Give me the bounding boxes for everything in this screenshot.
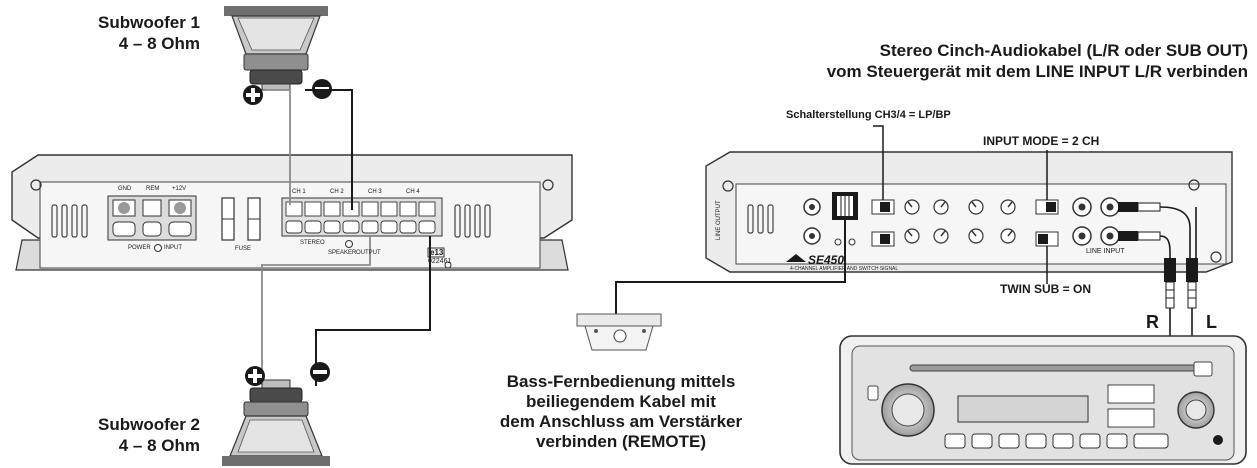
remote-note-line3: dem Anschluss am Verstärker <box>499 412 743 431</box>
line-output-label: LINE OUTPUT <box>716 200 722 240</box>
terminal-label-rem: REM <box>146 186 160 192</box>
remote-note-line4: verbinden (REMOTE) <box>535 432 706 451</box>
subwoofer-2-label: Subwoofer 2 4 – 8 Ohm <box>60 414 200 456</box>
fuse-label: FUSE <box>235 246 252 252</box>
remote-note-line2: beiliegendem Kabel mit <box>526 392 716 411</box>
sub2-plus-terminal-icon <box>245 366 265 386</box>
terminal-label-gnd: GND <box>118 186 132 192</box>
amp-tagline: 4-CHANNEL AMPLIFIER AND SWITCH SIGNAL <box>790 266 899 272</box>
cable-label-l: L <box>1206 312 1217 332</box>
remote-note: Bass-Fernbedienung mittels beiliegendem … <box>468 372 774 452</box>
subwoofer-1-name: Subwoofer 1 <box>97 13 200 32</box>
head-unit <box>839 335 1247 465</box>
subwoofer-2-graphic <box>222 379 330 466</box>
sub2-cables <box>261 236 431 386</box>
approval-number: 022461 <box>428 258 452 265</box>
power-label: POWER <box>128 245 151 251</box>
sub1-plus-terminal-icon <box>243 85 263 105</box>
cinch-cables <box>1159 206 1197 258</box>
bass-remote-graphic <box>576 313 662 351</box>
subwoofer-1-label: Subwoofer 1 4 – 8 Ohm <box>60 12 200 54</box>
head-unit-cables <box>1169 308 1193 336</box>
subwoofer-2-impedance: 4 – 8 Ohm <box>118 436 200 455</box>
line-input-label: LINE INPUT <box>1086 248 1125 255</box>
amp-model: SE450 <box>808 253 845 267</box>
model-code: e13 <box>430 248 444 257</box>
input-mode-note: INPUT MODE = 2 CH <box>983 134 1100 148</box>
speaker-label: SPEAKER <box>328 250 357 256</box>
channel-label-3: CH 3 <box>368 189 382 195</box>
sub1-cables <box>265 89 353 210</box>
twin-sub-note: TWIN SUB = ON <box>1000 282 1092 296</box>
cable-label-r: R <box>1146 312 1159 332</box>
amplifier-right <box>705 151 1233 273</box>
cinch-note: Stereo Cinch-Audiokabel (L/R oder SUB OU… <box>730 40 1248 82</box>
rca-plug-r <box>1164 258 1176 309</box>
sub2-minus-terminal-icon <box>310 362 330 382</box>
subwoofer-2-name: Subwoofer 2 <box>97 415 200 434</box>
remote-note-line1: Bass-Fernbedienung mittels <box>506 372 736 391</box>
channel-label-2: CH 2 <box>330 189 344 195</box>
rca-plug-l <box>1186 258 1198 309</box>
subwoofer-1-impedance: 4 – 8 Ohm <box>118 34 200 53</box>
remote-cable <box>615 220 846 315</box>
switch-setting-note: Schalterstellung CH3/4 = LP/BP <box>786 109 951 121</box>
terminal-label-12v: +12V <box>172 186 187 192</box>
cinch-note-line1: Stereo Cinch-Audiokabel (L/R oder SUB OU… <box>879 41 1248 60</box>
annotation-pointers <box>873 125 1048 284</box>
stereo-label: STEREO <box>300 240 325 246</box>
channel-label-4: CH 4 <box>406 189 420 195</box>
subwoofer-1-graphic <box>224 6 328 91</box>
channel-label-1: CH 1 <box>292 189 306 195</box>
output-label: OUTPUT <box>356 250 381 256</box>
input-label: INPUT <box>164 245 182 251</box>
amplifier-left <box>11 154 573 271</box>
cinch-note-line2: vom Steuergerät mit dem LINE INPUT L/R v… <box>826 62 1248 81</box>
